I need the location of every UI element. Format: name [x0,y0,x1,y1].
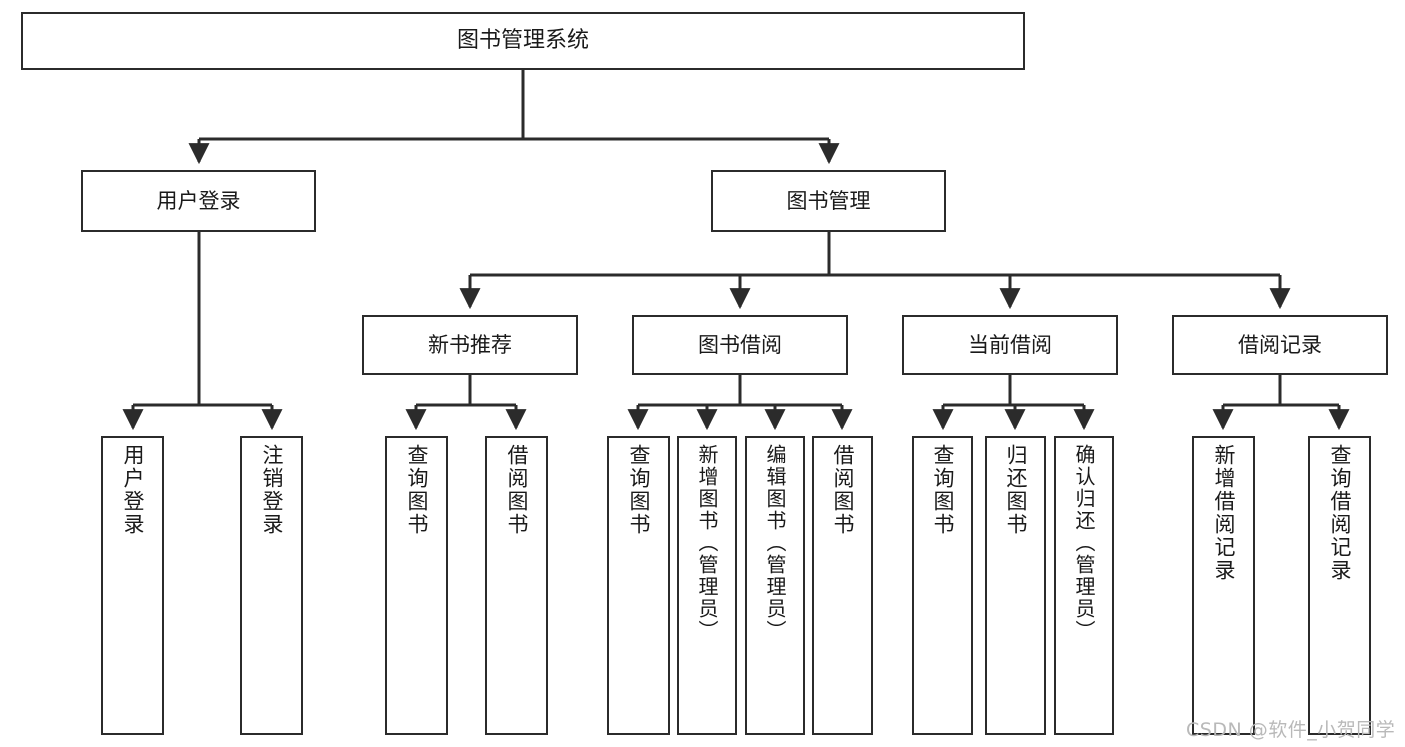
node-leaf-query-book-borrow[interactable]: 查询图书 [607,436,670,735]
node-leaf-borrow-book-rec-label: 借阅图书 [505,444,529,536]
node-book-management-label: 图书管理 [786,188,871,213]
node-leaf-return-book-label: 归还图书 [1004,444,1028,536]
node-leaf-add-borrow-record-label: 新增借阅记录 [1212,444,1236,582]
node-leaf-query-book-rec-label: 查询图书 [405,444,429,536]
node-leaf-query-book-rec[interactable]: 查询图书 [385,436,448,735]
node-leaf-edit-book[interactable]: 编辑图书（管理员） [745,436,805,735]
node-leaf-add-book[interactable]: 新增图书（管理员） [677,436,737,735]
node-borrow-record[interactable]: 借阅记录 [1172,315,1388,375]
node-root-label: 图书管理系统 [456,28,589,54]
node-leaf-user-login-label: 用户登录 [121,444,145,536]
node-leaf-add-book-label: 新增图书（管理员） [695,444,719,642]
node-leaf-add-borrow-record[interactable]: 新增借阅记录 [1192,436,1255,735]
node-book-management[interactable]: 图书管理 [711,170,946,232]
node-leaf-borrow-book[interactable]: 借阅图书 [812,436,873,735]
node-borrow-record-label: 借阅记录 [1238,332,1322,357]
node-leaf-query-book-current[interactable]: 查询图书 [912,436,973,735]
node-new-book-recommend[interactable]: 新书推荐 [362,315,578,375]
node-book-borrow[interactable]: 图书借阅 [632,315,848,375]
node-leaf-borrow-book-rec[interactable]: 借阅图书 [485,436,548,735]
node-leaf-query-book-current-label: 查询图书 [931,444,955,536]
node-leaf-user-logout-label: 注销登录 [260,444,284,536]
node-leaf-return-book[interactable]: 归还图书 [985,436,1046,735]
node-user-login-label: 用户登录 [156,188,241,213]
node-user-login[interactable]: 用户登录 [81,170,316,232]
node-leaf-borrow-book-label: 借阅图书 [831,444,855,536]
node-leaf-confirm-return-label: 确认归还（管理员） [1072,444,1096,642]
node-leaf-query-borrow-record[interactable]: 查询借阅记录 [1308,436,1371,735]
node-leaf-user-logout[interactable]: 注销登录 [240,436,303,735]
node-leaf-user-login[interactable]: 用户登录 [101,436,164,735]
node-new-book-recommend-label: 新书推荐 [428,332,512,357]
node-root[interactable]: 图书管理系统 [21,12,1025,70]
node-current-borrow-label: 当前借阅 [968,332,1052,357]
node-leaf-confirm-return[interactable]: 确认归还（管理员） [1054,436,1114,735]
node-book-borrow-label: 图书借阅 [698,332,782,357]
node-current-borrow[interactable]: 当前借阅 [902,315,1118,375]
watermark: CSDN @软件_小贺同学 [1186,719,1396,741]
node-leaf-query-borrow-record-label: 查询借阅记录 [1328,444,1352,582]
node-leaf-query-book-borrow-label: 查询图书 [627,444,651,536]
node-leaf-edit-book-label: 编辑图书（管理员） [763,444,787,642]
